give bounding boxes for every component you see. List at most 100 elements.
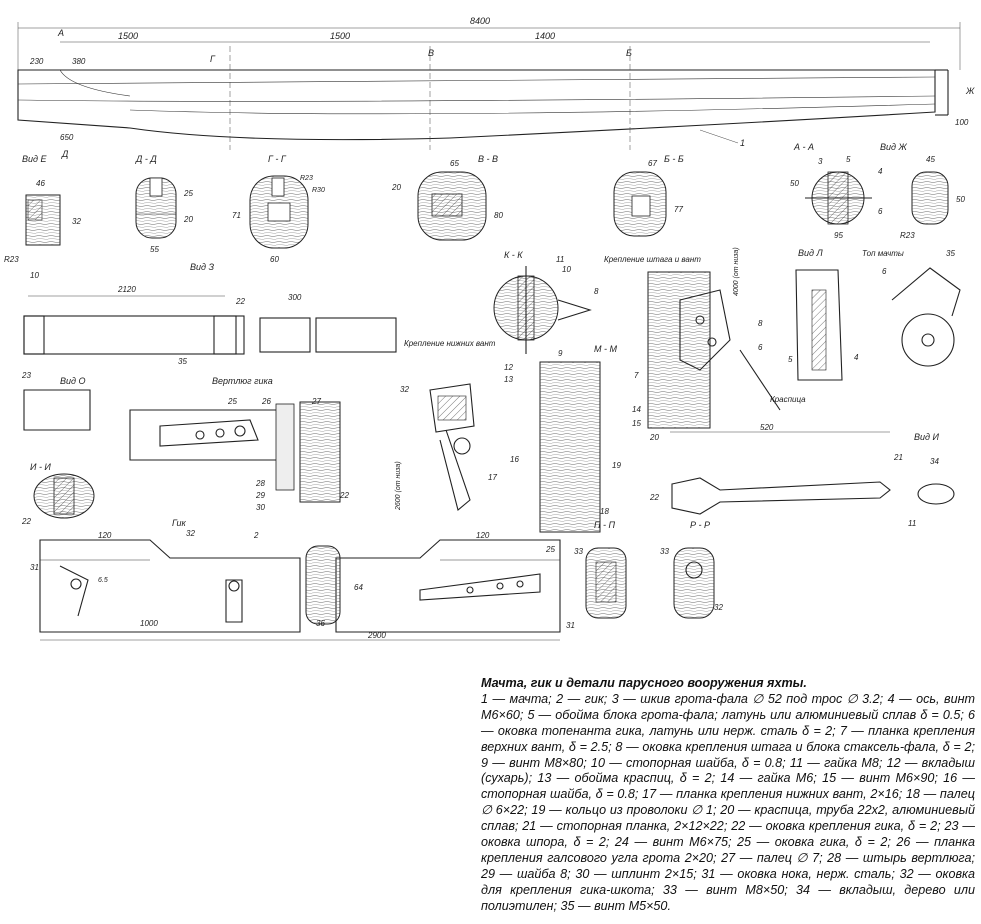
a-a-label: А - А <box>793 142 814 152</box>
mm-num-32: 32 <box>400 385 409 394</box>
a-a-num-3: 3 <box>818 157 823 166</box>
a-a-dim-h: 50 <box>790 179 799 188</box>
boom-drawing: Гик 120 1000 2900 120 36 64 31 32 2 25 6… <box>30 518 723 641</box>
vid-z-dim-300: 300 <box>288 293 302 302</box>
mast-dim-7: 100 <box>955 118 969 127</box>
spreader-dim-len: 520 <box>760 423 774 432</box>
mast-section-b: Б <box>626 48 632 58</box>
mast-section-g: Г <box>210 54 216 64</box>
vid-e-dim-h: 32 <box>72 217 81 226</box>
mast-dim-1: 1500 <box>118 31 138 41</box>
mm-num-20: 20 <box>649 433 659 442</box>
top-fitting-label: Крепление штага и вант <box>604 255 701 264</box>
boom-dim-120b: 120 <box>476 531 490 540</box>
mast-overall-dim: 8400 <box>470 16 490 26</box>
vid-z-label: Вид З <box>190 262 214 272</box>
r-r-num-33: 33 <box>660 547 669 556</box>
i-i-label: И - И <box>30 462 51 472</box>
vertlug-num-30: 30 <box>256 503 265 512</box>
vertlug-num-27: 27 <box>311 397 321 406</box>
boom-dim-2900: 2900 <box>367 631 386 640</box>
vid-e-dim-w: 46 <box>36 179 45 188</box>
boom-label: Гик <box>172 518 187 528</box>
vertlug-num-25: 25 <box>227 397 237 406</box>
details-views: Вид З 2120 300 22 10 Вид О 23 И - И 22 В… <box>21 247 961 533</box>
vid-i-num-34: 34 <box>930 457 939 466</box>
section-views: Вид Е 46 32 R23 Д - Д 55 25 20 Г - Г 71 … <box>4 142 965 264</box>
v-v-dim-s: 20 <box>391 183 401 192</box>
g-g-dim-h: 71 <box>232 211 241 220</box>
caption-body: 1 — мачта; 2 — гик; 3 — шкив грота-фала … <box>481 691 975 913</box>
r-r-num-32: 32 <box>714 603 723 612</box>
mast-section-zh: Ж <box>965 86 975 96</box>
mm-num-19: 19 <box>612 461 621 470</box>
vid-l-num-6: 6 <box>882 267 887 276</box>
vertlug-num-22: 22 <box>339 491 349 500</box>
i-i-num-22: 22 <box>21 517 31 526</box>
vid-zh-dim-h: 50 <box>956 195 965 204</box>
p-p-num-33: 33 <box>574 547 583 556</box>
d-d-dim-a: 25 <box>183 189 193 198</box>
mast-dim-5: 380 <box>72 57 86 66</box>
vid-zh-dim-w: 45 <box>926 155 935 164</box>
mm-num-12: 12 <box>504 363 513 372</box>
boom-dim-64: 64 <box>354 583 363 592</box>
vertlug-num-28: 28 <box>255 479 265 488</box>
vid-i-label: Вид И <box>914 432 939 442</box>
d-d-dim-w: 55 <box>150 245 159 254</box>
figure-caption: Мачта, гик и детали парусного вооружения… <box>481 676 975 915</box>
d-d-dim-b: 20 <box>183 215 193 224</box>
b-b-dim-w: 67 <box>648 159 657 168</box>
v-v-dim-h: 80 <box>494 211 503 220</box>
boom-num-32: 32 <box>186 529 195 538</box>
g-g-dim-w: 60 <box>270 255 279 264</box>
vid-z-num-10: 10 <box>30 271 39 280</box>
g-g-dim-r2: R30 <box>312 187 325 194</box>
vid-o-label: Вид О <box>60 376 85 386</box>
mast-dim-6: 650 <box>60 133 74 142</box>
kraspitsa-mount-label: Крепление нижних вант <box>404 339 496 348</box>
top-mast-num-35: 35 <box>946 249 955 258</box>
d-d-label: Д - Д <box>135 154 157 164</box>
vid-z-dim-len: 2120 <box>117 285 136 294</box>
spreader-dim-22: 22 <box>649 493 659 502</box>
r-r-label: Р - Р <box>690 520 710 530</box>
mm-num-14: 14 <box>632 405 641 414</box>
b-b-label: Б - Б <box>664 154 684 164</box>
mast-drawing: 8400 1500 1500 1400 230 380 650 100 А Б … <box>17 16 975 159</box>
vid-l-num-5: 5 <box>788 355 793 364</box>
k-k-num-10: 10 <box>562 265 571 274</box>
boom-dim-120a: 120 <box>98 531 112 540</box>
top-num-6: 6 <box>758 343 763 352</box>
p-p-label: П - П <box>594 520 616 530</box>
a-a-num-5: 5 <box>846 155 851 164</box>
boom-num-25: 25 <box>545 545 555 554</box>
vid-o-num-23: 23 <box>21 371 31 380</box>
mast-part-1: 1 <box>740 138 745 148</box>
vertlug-num-29: 29 <box>255 491 265 500</box>
boom-dim-1000: 1000 <box>140 619 158 628</box>
p-p-num-31: 31 <box>566 621 575 630</box>
mm-num-16: 16 <box>510 455 519 464</box>
g-g-label: Г - Г <box>268 154 287 164</box>
mast-section-v: В <box>428 48 434 58</box>
mast-section-d: Д <box>61 149 69 159</box>
a-a-num-6: 6 <box>878 207 883 216</box>
boom-num-31: 31 <box>30 563 39 572</box>
vertlug-num-35: 35 <box>178 357 187 366</box>
v-v-label: В - В <box>478 154 498 164</box>
k-k-num-8: 8 <box>594 287 599 296</box>
boom-num-6-5: 6.5 <box>98 577 108 584</box>
g-g-dim-r1: R23 <box>300 175 313 182</box>
kraspitsa-label: Краспица <box>770 395 806 404</box>
k-k-num-11: 11 <box>556 255 564 264</box>
top-num-7: 7 <box>634 371 639 380</box>
caption-title: Мачта, гик и детали парусного вооружения… <box>481 676 807 690</box>
mm-num-15: 15 <box>632 419 641 428</box>
b-b-dim-h: 77 <box>674 205 683 214</box>
mm-num-13: 13 <box>504 375 513 384</box>
vid-zh-dim-r: R23 <box>900 231 915 240</box>
vid-z-num-22: 22 <box>235 297 245 306</box>
a-a-num-4: 4 <box>878 167 883 176</box>
